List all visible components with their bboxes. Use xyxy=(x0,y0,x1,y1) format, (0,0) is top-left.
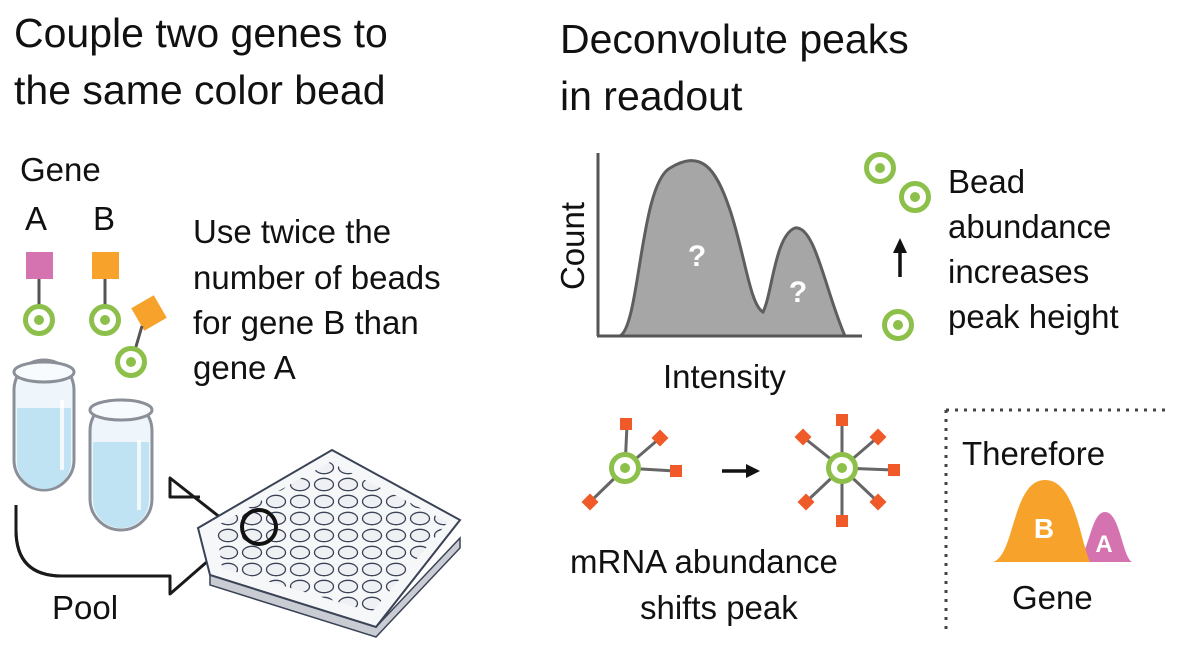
gene-a-label: A xyxy=(25,200,48,237)
gene-b-conjugate-2 xyxy=(118,295,167,375)
mrna-note-line2: shifts peak xyxy=(640,589,798,626)
instruction-line2: number of beads xyxy=(193,259,441,296)
bead-icon xyxy=(829,455,856,482)
intensity-histogram xyxy=(596,153,862,338)
right-arrow-icon xyxy=(722,464,760,478)
bead-icon xyxy=(902,184,929,211)
gene-peaks xyxy=(993,480,1132,562)
peak-b-label: B xyxy=(1034,513,1054,544)
well-plate-icon xyxy=(196,448,462,638)
right-title-line1: Deconvolute peaks xyxy=(560,16,909,62)
instruction-line4: gene A xyxy=(193,349,296,386)
peak-curve xyxy=(614,159,848,338)
left-title-line2: the same color bead xyxy=(14,67,386,113)
bead-note-line3: increases xyxy=(948,253,1090,290)
tube-icon xyxy=(88,398,154,532)
left-title-line1: Couple two genes to xyxy=(14,10,388,56)
mrna-note-line1: mRNA abundance xyxy=(570,543,838,580)
bead-icon xyxy=(26,307,53,334)
mrna-bead-after xyxy=(794,414,900,527)
conclusion-border xyxy=(944,408,1168,632)
peak-mark-1: ? xyxy=(688,240,706,273)
gene-a-square-icon xyxy=(26,252,53,279)
gene-header: Gene xyxy=(20,151,101,188)
peak-a-label: A xyxy=(1095,531,1112,558)
right-title-line2: in readout xyxy=(560,73,743,119)
y-axis-label: Count xyxy=(554,202,591,290)
mrna-bead-before xyxy=(581,418,682,511)
up-arrow-icon xyxy=(893,238,907,277)
bead-icon xyxy=(612,455,639,482)
bead-icon xyxy=(92,307,119,334)
peak-mark-2: ? xyxy=(789,276,807,309)
x-axis-label: Intensity xyxy=(663,358,786,395)
gene-b-conjugate-1 xyxy=(92,252,120,334)
highlight-circle xyxy=(240,508,278,546)
conclusion-axis-label: Gene xyxy=(1012,579,1093,616)
tube-icon xyxy=(12,358,76,492)
bead-note-line1: Bead xyxy=(948,163,1026,200)
bead-icon xyxy=(885,312,912,339)
gene-a-conjugate xyxy=(26,252,54,334)
instruction-line3: for gene B than xyxy=(193,304,419,341)
bead-icon xyxy=(867,155,894,182)
bead-icon xyxy=(118,349,145,376)
conclusion-header: Therefore xyxy=(962,435,1106,472)
peak-a xyxy=(1075,512,1132,562)
bead-note-line2: abundance xyxy=(948,208,1112,245)
bead-note-line4: peak height xyxy=(948,298,1119,335)
instruction-line1: Use twice the xyxy=(193,213,392,250)
pool-label: Pool xyxy=(52,589,119,626)
gene-b-label: B xyxy=(93,200,116,237)
gene-b-square-icon xyxy=(131,295,167,331)
gene-b-square-icon xyxy=(92,252,119,279)
peak-b xyxy=(993,480,1090,562)
